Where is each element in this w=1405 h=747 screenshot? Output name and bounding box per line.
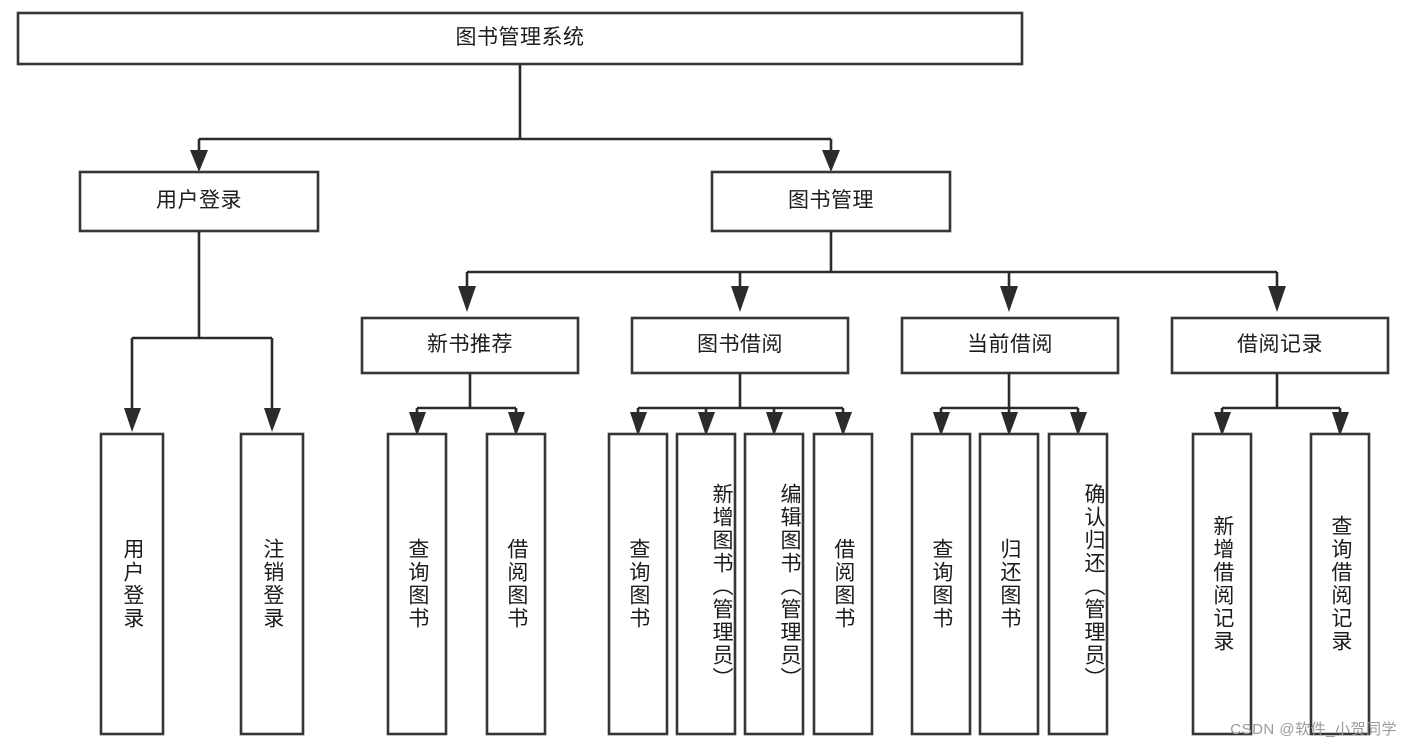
arrowhead-leaf-query-book-1 [409, 412, 426, 436]
node-leaf-query-book-2-box[interactable] [607, 432, 669, 736]
node-user-login-box[interactable] [78, 170, 320, 233]
arrowhead-leaf-logout-login [264, 408, 281, 432]
node-leaf-query-book-1-box[interactable] [386, 432, 448, 736]
arrowhead-leaf-query-record [1332, 412, 1349, 436]
arrowhead-leaf-borrow-book-1 [508, 412, 525, 436]
arrowhead-leaf-edit-book [766, 412, 783, 436]
arrowhead-leaf-confirm-return [1070, 412, 1087, 436]
node-leaf-query-book-3-box[interactable] [910, 432, 972, 736]
csdn-watermark: CSDN @软件_小贺同学 [1230, 721, 1397, 738]
node-leaf-borrow-book-2-box[interactable] [812, 432, 874, 736]
node-leaf-edit-book-box[interactable] [743, 432, 805, 736]
arrowhead-new-book-recommend [458, 286, 476, 312]
arrowhead-leaf-borrow-book-2 [835, 412, 852, 436]
node-new-book-recommend-box[interactable] [360, 316, 580, 375]
node-leaf-user-login-box[interactable] [99, 432, 165, 736]
arrowhead-leaf-user-login [124, 408, 141, 432]
arrowhead-borrow-record [1268, 286, 1286, 312]
node-borrow-record-box[interactable] [1170, 316, 1390, 375]
node-leaf-borrow-book-1-box[interactable] [485, 432, 547, 736]
node-leaf-logout-login-box[interactable] [239, 432, 305, 736]
arrowhead-leaf-add-book [698, 412, 715, 436]
arrowhead-leaf-add-record [1214, 412, 1231, 436]
arrowhead-book-management [822, 150, 840, 172]
node-book-borrow-box[interactable] [630, 316, 850, 375]
node-root-box[interactable] [16, 11, 1024, 66]
arrowhead-leaf-query-book-3 [933, 412, 950, 436]
arrowhead-book-borrow [731, 286, 749, 312]
arrowhead-leaf-return-book [1001, 412, 1018, 436]
node-leaf-confirm-return-box[interactable] [1047, 432, 1109, 736]
node-leaf-query-record-box[interactable] [1309, 432, 1371, 736]
node-current-borrow-box[interactable] [900, 316, 1120, 375]
node-leaf-add-record-box[interactable] [1191, 432, 1253, 736]
node-leaf-add-book-box[interactable] [675, 432, 737, 736]
node-book-management-box[interactable] [710, 170, 952, 233]
node-leaf-return-book-box[interactable] [978, 432, 1040, 736]
arrowhead-current-borrow [1000, 286, 1018, 312]
arrowhead-leaf-query-book-2 [630, 412, 647, 436]
arrowhead-user-login [190, 150, 208, 172]
